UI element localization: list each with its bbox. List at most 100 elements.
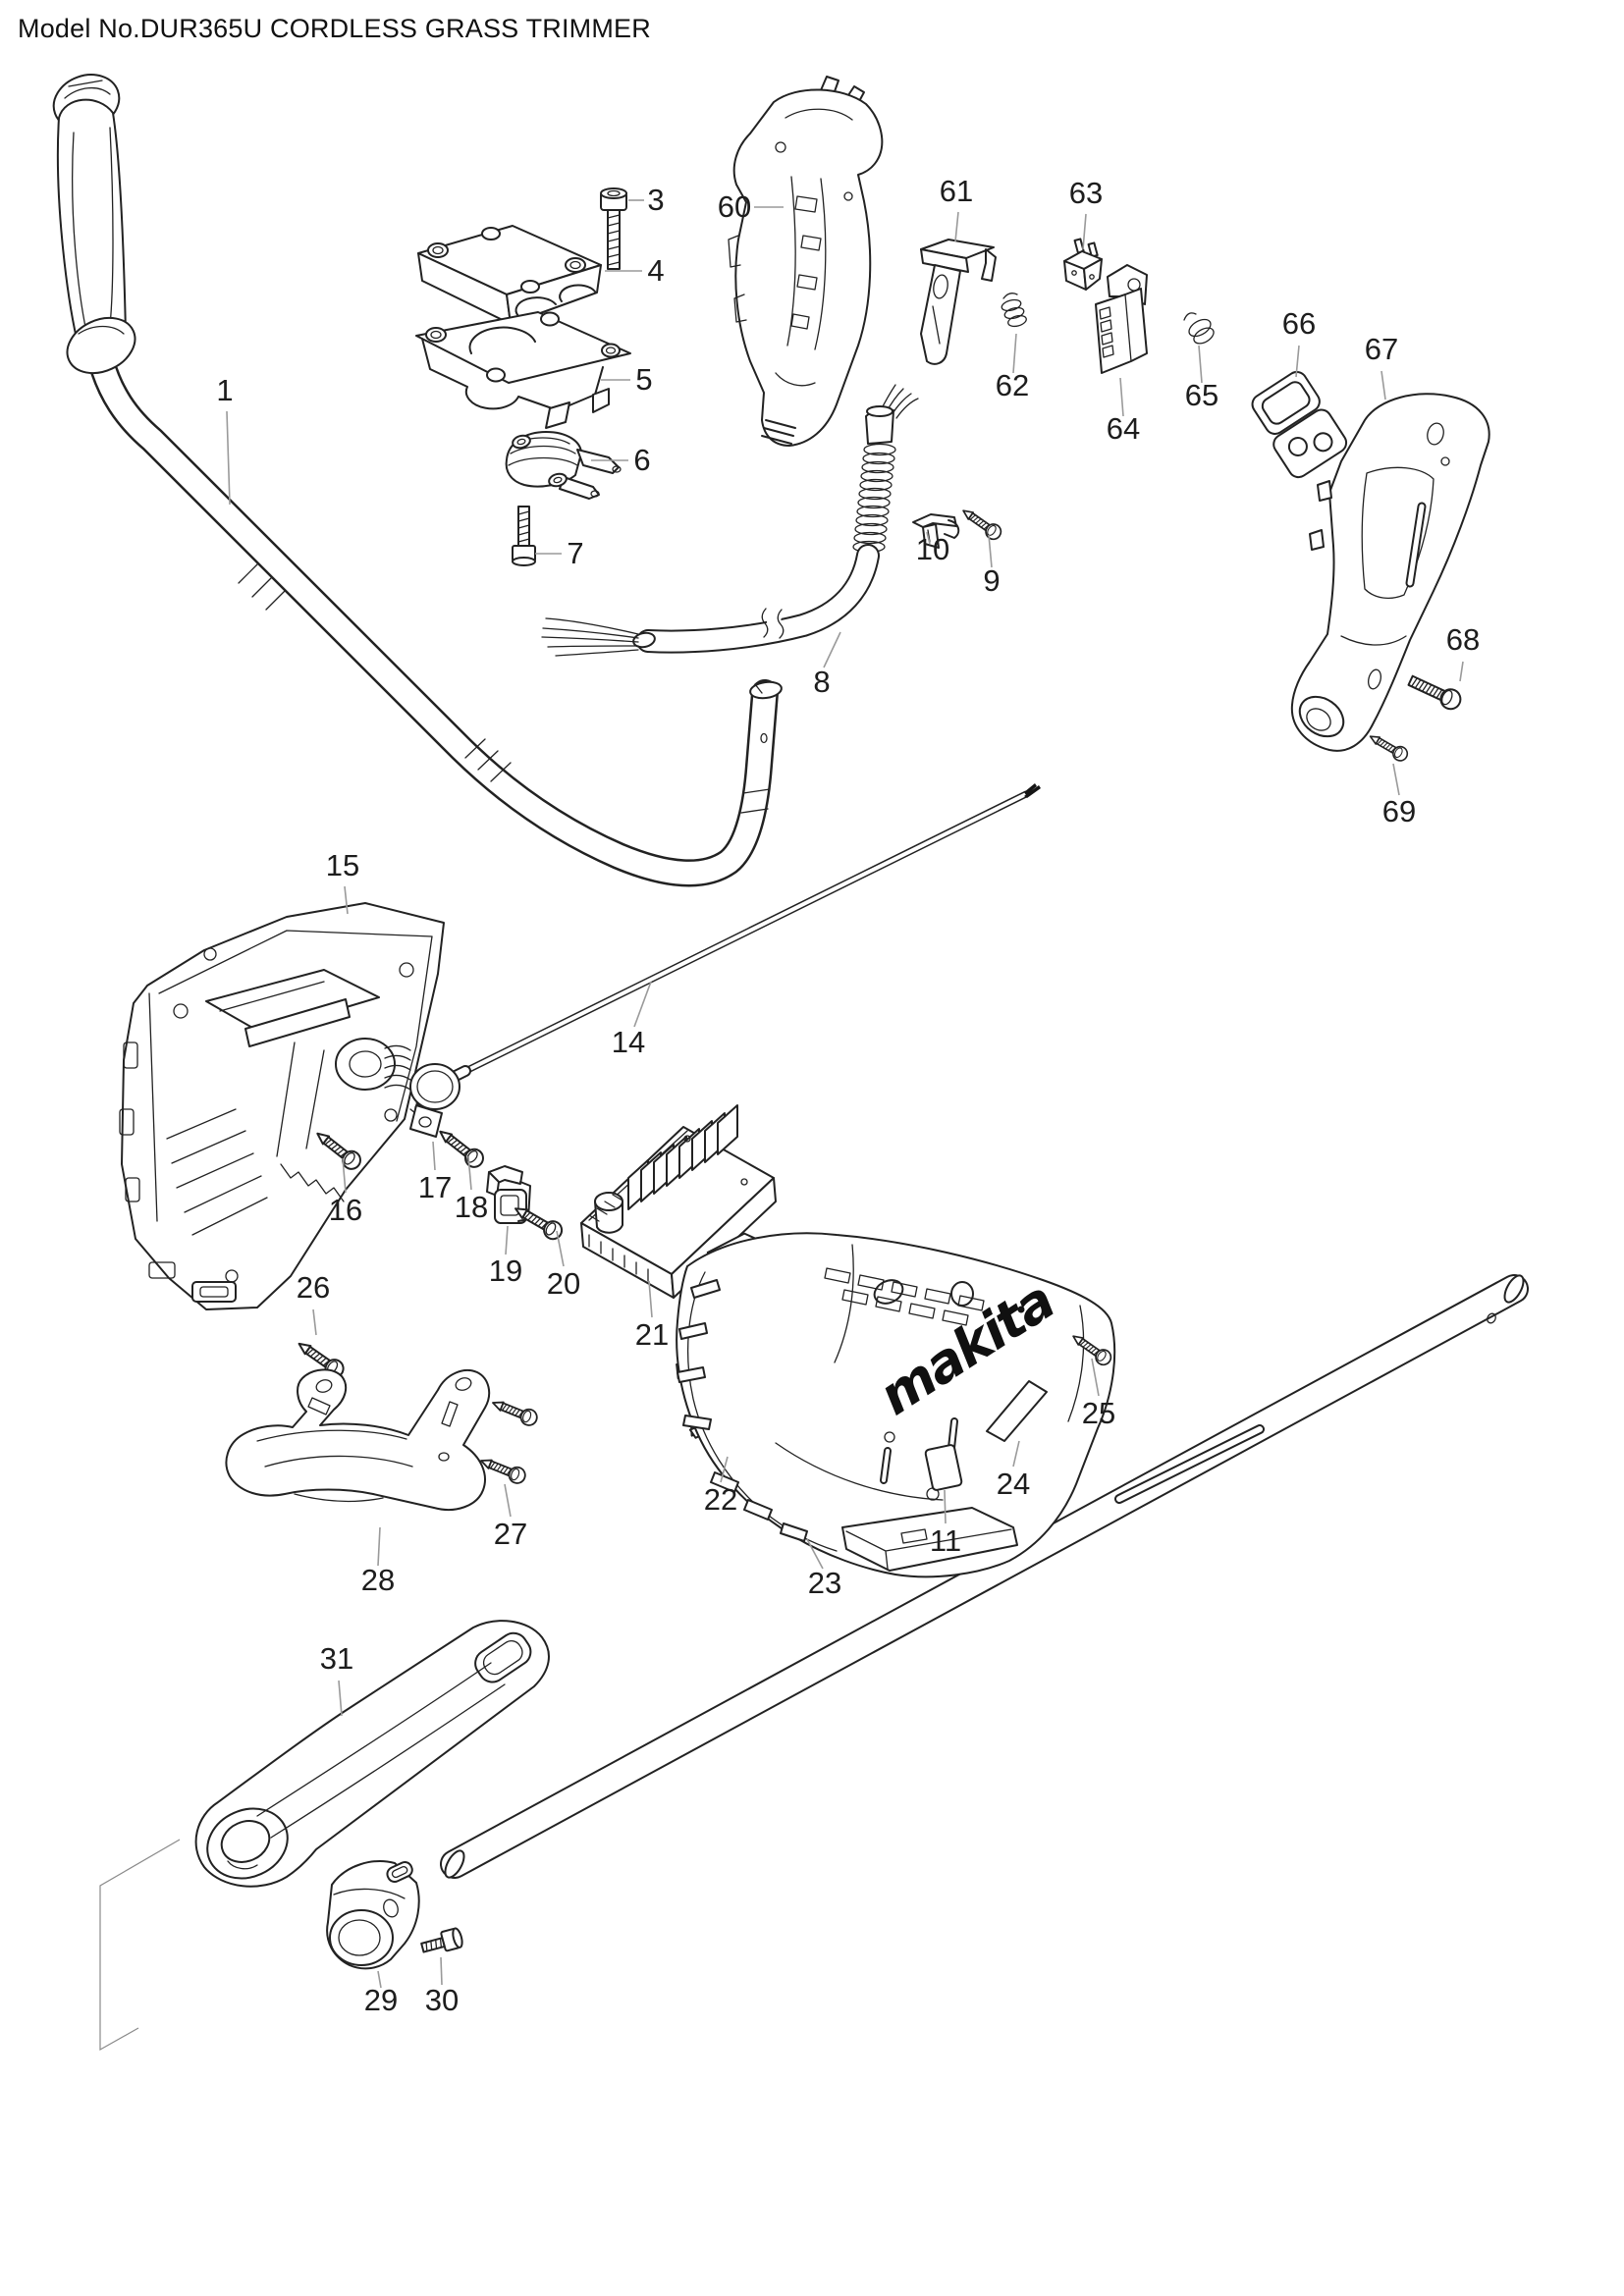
- part-label-17: 17: [418, 1170, 452, 1204]
- part-67-handle-housing-right: [1290, 393, 1490, 752]
- leader-line-17: [432, 1141, 436, 1171]
- part-label-10: 10: [916, 532, 949, 566]
- part-label-11: 11: [930, 1523, 961, 1558]
- leader-line-26: [312, 1308, 317, 1336]
- part-label-67: 67: [1365, 332, 1398, 366]
- leader-line-1: [226, 410, 231, 506]
- part-label-27: 27: [494, 1517, 527, 1551]
- drive-pipe: [440, 1274, 1529, 1879]
- part-label-29: 29: [364, 1983, 398, 2017]
- part-19-cord-holder: [486, 1165, 531, 1224]
- part-6-clamp-lower: [505, 431, 622, 500]
- part-label-28: 28: [361, 1563, 395, 1597]
- part-29-pipe-clamp: [326, 1860, 420, 1970]
- part-label-6: 6: [633, 443, 650, 477]
- part-61-trigger-lever: [920, 239, 997, 365]
- part-label-25: 25: [1082, 1396, 1115, 1430]
- part-label-66: 66: [1282, 306, 1316, 341]
- leader-line-29: [377, 1970, 382, 1989]
- leader-line-68: [1459, 661, 1464, 682]
- page-title: Model No.DUR365U CORDLESS GRASS TRIMMER: [18, 14, 651, 43]
- leader-line-21: [648, 1280, 653, 1318]
- part-label-61: 61: [940, 174, 973, 208]
- leader-line-25: [1091, 1358, 1100, 1397]
- part-9-tapping-screw: [957, 504, 1005, 544]
- leader-line-22: [720, 1456, 729, 1483]
- part-68-machine-screw: [1405, 670, 1465, 714]
- part-10-cord-clip: [912, 513, 960, 549]
- leader-line-24: [1012, 1440, 1020, 1468]
- leader-line-64: [1119, 377, 1124, 417]
- leader-line-63: [1082, 213, 1087, 250]
- part-23-motor-housing: makita: [676, 1232, 1116, 1578]
- part-28-hanger-bracket: [225, 1368, 491, 1511]
- part-30-bolt-small: [420, 1927, 463, 1953]
- part-label-20: 20: [547, 1266, 580, 1301]
- part-label-68: 68: [1446, 622, 1480, 657]
- part-label-5: 5: [635, 362, 652, 397]
- part-5-clamp-bracket: [415, 311, 631, 429]
- leader-line-28: [377, 1526, 381, 1567]
- part-label-8: 8: [813, 665, 830, 699]
- leader-line-20: [556, 1230, 565, 1267]
- part-label-19: 19: [489, 1254, 522, 1288]
- part-label-1: 1: [216, 373, 233, 407]
- leader-line-23: [806, 1538, 824, 1570]
- part-label-30: 30: [425, 1983, 459, 2017]
- part-label-9: 9: [983, 563, 1000, 598]
- leader-line-67: [1380, 370, 1386, 400]
- part-label-4: 4: [647, 253, 664, 288]
- part-label-23: 23: [808, 1566, 841, 1600]
- leader-line-62: [1012, 333, 1017, 374]
- part-31-grip-sleeve: [194, 1620, 550, 1888]
- part-label-65: 65: [1185, 378, 1218, 412]
- part-label-14: 14: [612, 1025, 645, 1059]
- part-27-tapping-screw-a: [489, 1394, 541, 1429]
- part-18-tapping-screw: [433, 1123, 488, 1172]
- leader-line-10: [926, 531, 931, 545]
- part-label-60: 60: [718, 189, 751, 224]
- part-label-24: 24: [997, 1467, 1030, 1501]
- part-11-label-square: [924, 1444, 963, 1491]
- part-69-tapping-screw: [1366, 729, 1411, 765]
- part-3-socket-screw: [600, 187, 627, 270]
- part-label-16: 16: [329, 1193, 362, 1227]
- part-label-63: 63: [1069, 176, 1103, 210]
- part-4-clamp-upper: [417, 225, 602, 325]
- leader-line-65: [1198, 345, 1203, 384]
- part-label-3: 3: [647, 183, 664, 217]
- leader-line-8: [823, 631, 841, 668]
- part-label-7: 7: [567, 536, 583, 570]
- part-label-31: 31: [320, 1641, 353, 1676]
- part-label-22: 22: [704, 1482, 737, 1517]
- part-label-62: 62: [996, 368, 1029, 402]
- part-7-bolt: [512, 506, 536, 566]
- part-label-26: 26: [297, 1270, 330, 1305]
- leader-line-18: [467, 1155, 472, 1191]
- part-label-18: 18: [455, 1190, 488, 1224]
- leader-line-14: [633, 981, 652, 1028]
- leader-line-11: [944, 1489, 947, 1524]
- leader-line-27: [504, 1483, 512, 1518]
- leader-line-15: [344, 885, 349, 915]
- leader-line-61: [954, 211, 959, 242]
- part-62-spring-small: [1001, 293, 1027, 328]
- leader-line-31: [338, 1680, 343, 1717]
- part-65-spring-coil: [1183, 312, 1215, 345]
- part-64-switch-unit: [1095, 264, 1148, 374]
- leader-line-9: [988, 534, 993, 568]
- leader-line-30: [440, 1956, 443, 1986]
- part-66-switch-panel: [1251, 370, 1348, 479]
- part-63-micro-switch: [1063, 238, 1103, 291]
- part-24-label-sheet: [986, 1380, 1048, 1442]
- part-label-69: 69: [1382, 794, 1416, 828]
- leader-line-19: [505, 1225, 509, 1255]
- part-14-control-cable: [409, 783, 1041, 1118]
- part-15-housing-left: [119, 902, 445, 1310]
- leader-line-69: [1392, 763, 1400, 796]
- part-1-handlebar: [52, 74, 783, 887]
- part-17-cable-clamp: [409, 1063, 460, 1138]
